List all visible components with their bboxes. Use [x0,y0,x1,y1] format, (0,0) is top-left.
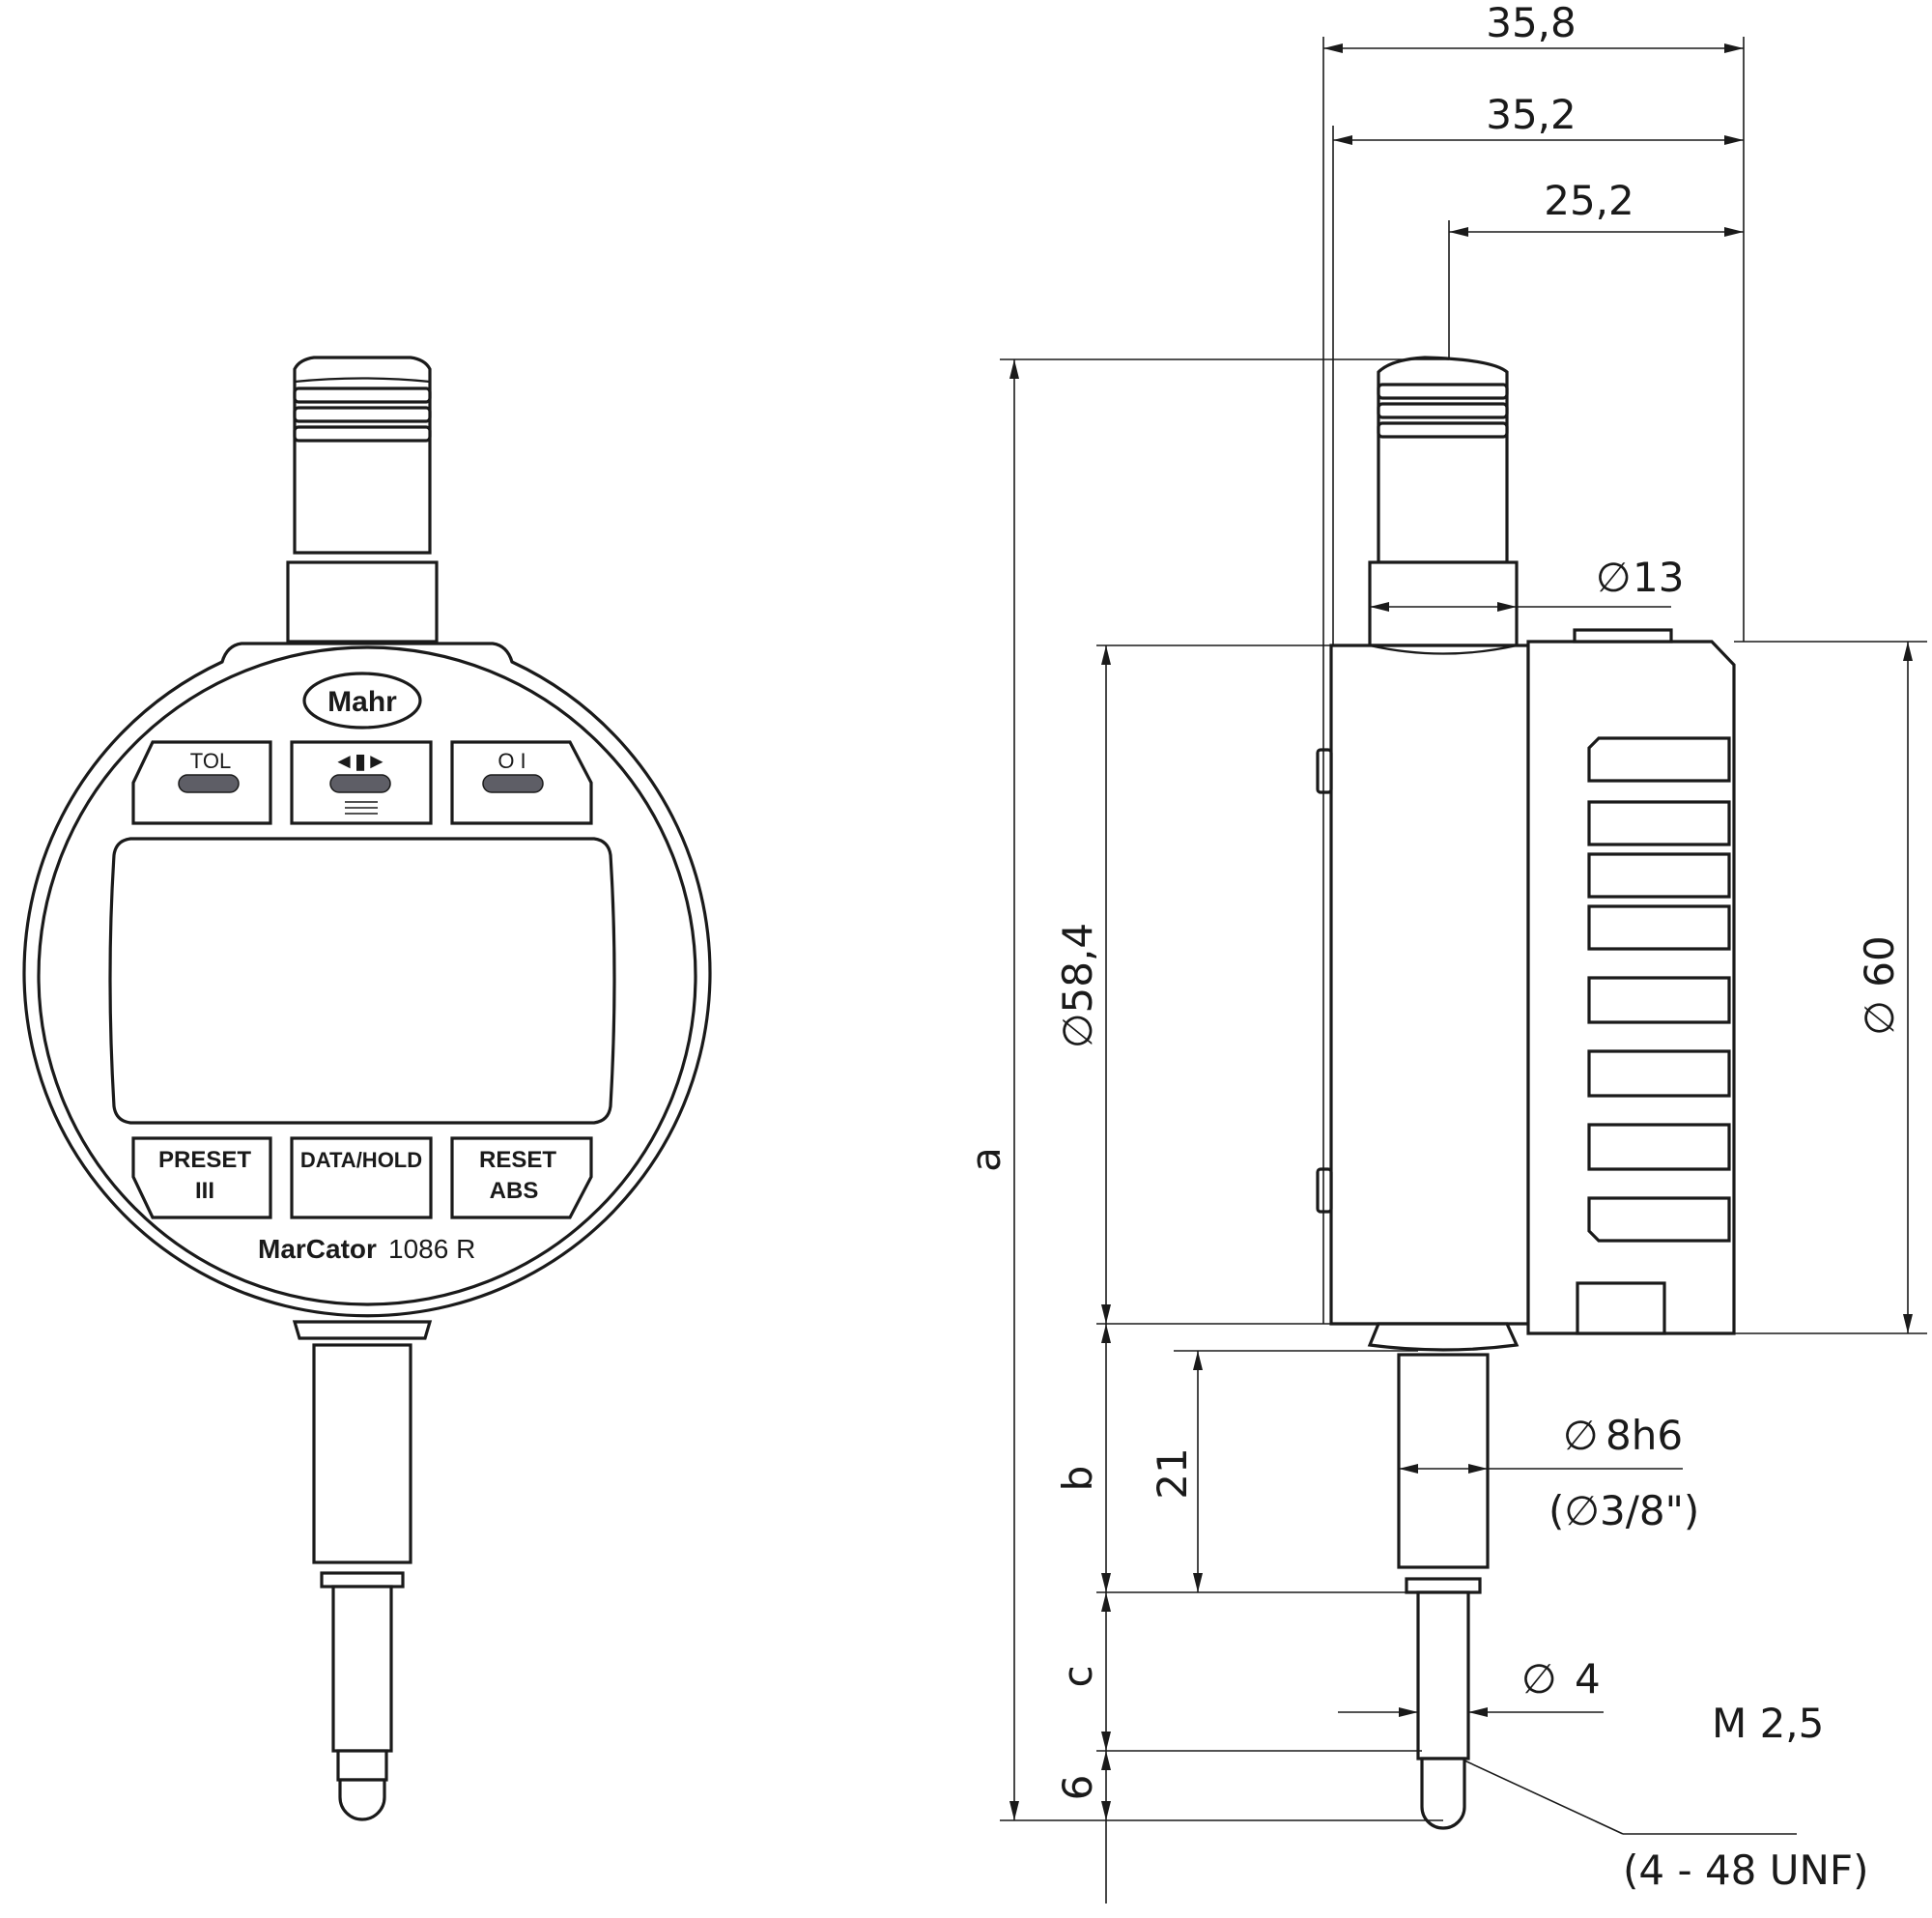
preset-button[interactable] [131,1136,272,1219]
brand-logo: Mahr [327,686,397,718]
dim-dia-tip: 4 [1575,1655,1601,1703]
cap [286,356,439,644]
mode-button-label: ◄▮► [333,749,387,773]
tol-button-key[interactable] [178,774,240,793]
dim-dia-cap-symbol: ∅ [1596,554,1632,601]
front-view: Mahr TOL ◄▮► O I PRESET III DATA/HOLD [22,356,712,1821]
dim-dia-stem: 8h6 [1605,1412,1683,1459]
model-number: 1086 R [388,1234,475,1264]
dim-stem-length: 21 [1149,1447,1196,1499]
reset-button-line2: ABS [490,1178,539,1204]
brand-oval [302,672,422,730]
dim-dia-bezel: ∅ 60 [1856,935,1903,1035]
dim-dia-stem-symbol: ∅ [1563,1412,1599,1459]
dim-thread-metric: M 2,5 [1712,1700,1824,1747]
top-button-row: TOL ◄▮► O I [131,740,593,825]
dim-label-a: a [962,1147,1009,1172]
reset-button-line1: RESET [479,1147,556,1173]
power-button-key[interactable] [482,774,544,793]
dim-width-stem: 25,2 [1544,177,1634,224]
dim-dia-body: ∅58,4 [1054,923,1101,1048]
side-stem [1367,1322,1520,1830]
dim-dia-tip-symbol: ∅ [1521,1655,1557,1703]
preset-button-line2: III [195,1178,214,1204]
dimension-lines [1009,43,1913,1904]
model-name: MarCator [258,1234,377,1264]
dial-inner-ring [37,645,697,1306]
front-stem [292,1320,433,1821]
extension-lines [1000,37,1927,1821]
side-housing [1329,644,1530,1326]
preset-button-line1: PRESET [158,1147,251,1173]
lcd-display [108,837,616,1125]
data-hold-button-label: DATA/HOLD [300,1148,422,1172]
dim-width-body: 35,2 [1486,91,1577,138]
dim-thread-unf: (4 - 48 UNF) [1623,1846,1868,1894]
dim-dia-cap: 13 [1633,554,1684,601]
reset-button[interactable] [450,1136,593,1219]
tol-button-label: TOL [190,749,231,773]
dimension-labels: 35,8 35,2 25,2 ∅ 13 ∅58,4 ∅ 60 a b 21 c … [962,0,1903,1894]
data-hold-button[interactable] [290,1136,433,1219]
bottom-button-row: PRESET III DATA/HOLD RESET ABS [131,1136,593,1219]
dim-width-overall: 35,8 [1486,0,1577,46]
bezel-grips [1576,736,1731,1335]
dim-label-c: c [1054,1665,1101,1687]
mode-button-key[interactable] [329,774,391,793]
power-button-label: O I [497,749,526,773]
dim-label-b: b [1054,1466,1101,1492]
dim-dia-stem-inch: (∅3/8") [1548,1487,1699,1534]
dim-tip-length: 6 [1054,1775,1101,1801]
side-view: 35,8 35,2 25,2 ∅ 13 ∅58,4 ∅ 60 a b 21 c … [962,0,1927,1904]
side-cap [1368,356,1519,647]
